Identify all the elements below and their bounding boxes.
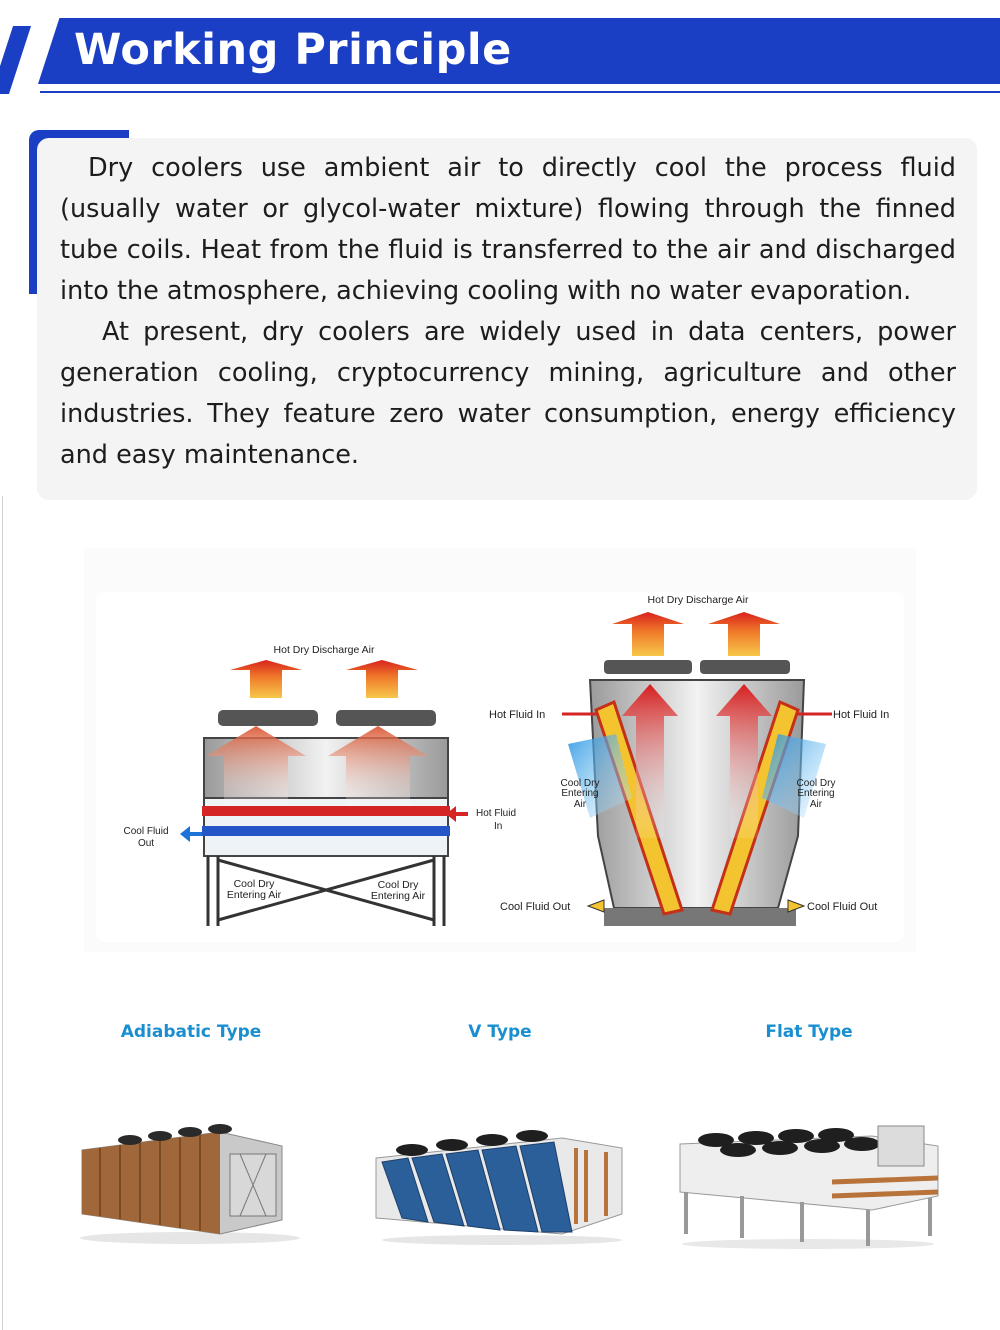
flat-entering-air-left-2: Entering Air <box>227 889 282 901</box>
air-up-arrow-left <box>206 726 306 806</box>
v-discharge-label: Hot Dry Discharge Air <box>648 594 749 606</box>
discharge-flame-right <box>346 660 418 698</box>
adiabatic-cooler-image <box>80 1124 300 1244</box>
header-underline <box>40 91 1000 93</box>
v-cool-out-arrow-right <box>787 899 806 913</box>
v-discharge-flame-right <box>708 612 780 656</box>
v-cool-fluid-out-left-label: Cool Fluid Out <box>500 901 570 913</box>
v-unit-diagram <box>562 612 832 926</box>
section-header: Working Principle <box>0 0 1000 100</box>
hot-fluid-pipe <box>202 806 450 816</box>
header-slash-decoration <box>0 26 32 94</box>
flat-hot-fluid-label-1: Hot Fluid <box>476 808 516 819</box>
cool-fluid-out-arrow <box>180 826 202 842</box>
v-hot-fluid-in-right-label: Hot Fluid In <box>833 709 889 721</box>
flat-unit-legs <box>206 856 446 926</box>
v-type-cooler-image <box>375 1130 623 1245</box>
v-entering-left-3: Air <box>574 799 587 810</box>
cool-fluid-pipe <box>202 826 450 836</box>
fan-ring-left <box>218 710 318 726</box>
v-unit-base <box>604 908 796 926</box>
v-fan-ring-right <box>700 660 790 674</box>
v-cool-air-left <box>568 734 632 818</box>
fan-ring-right <box>336 710 436 726</box>
flat-type-cooler-image <box>679 1125 939 1249</box>
type-label-adiabatic: Adiabatic Type <box>120 1022 262 1042</box>
flat-entering-air-right-1: Cool Dry <box>378 879 420 891</box>
v-entering-left-1: Cool Dry <box>561 778 600 789</box>
v-air-up-arrow-right <box>716 684 772 838</box>
working-principle-diagram: Hot Dry Discharge Air Hot Fluid In Cool … <box>84 548 916 952</box>
flat-discharge-label: Hot Dry Discharge Air <box>274 644 375 656</box>
v-entering-left-2: Entering <box>561 788 598 799</box>
v-entering-right-3: Air <box>810 799 823 810</box>
intro-paragraph-1: Dry coolers use ambient air to directly … <box>60 153 956 306</box>
type-label-v: V Type <box>468 1022 532 1042</box>
flat-entering-air-left-1: Cool Dry <box>234 878 276 890</box>
flat-cool-fluid-label-1: Cool Fluid <box>123 826 168 837</box>
air-up-arrow-right <box>328 726 428 806</box>
v-air-up-arrow-left <box>622 684 678 838</box>
hot-fluid-in-arrow <box>446 806 468 822</box>
flat-hot-fluid-label-2: In <box>494 821 502 832</box>
discharge-flame-left <box>230 660 302 698</box>
v-cool-fluid-out-right-label: Cool Fluid Out <box>807 901 877 913</box>
v-discharge-flame-left <box>612 612 684 656</box>
flat-cool-fluid-label-2: Out <box>138 838 154 849</box>
intro-paragraph-2: At present, dry coolers are widely used … <box>60 317 956 470</box>
flat-unit-diagram <box>180 660 468 926</box>
v-fan-ring-left <box>604 660 692 674</box>
page-title: Working Principle <box>74 25 512 75</box>
intro-panel: Dry coolers use ambient air to directly … <box>37 138 977 500</box>
flat-entering-air-right-2: Entering Air <box>371 890 426 902</box>
v-cool-air-right <box>762 734 826 818</box>
v-entering-right-2: Entering <box>797 788 834 799</box>
v-hot-fluid-in-left-label: Hot Fluid In <box>489 709 545 721</box>
left-divider <box>2 496 3 1330</box>
type-label-flat: Flat Type <box>765 1022 853 1042</box>
v-entering-right-1: Cool Dry <box>797 778 836 789</box>
v-cool-out-arrow-left <box>586 899 605 913</box>
